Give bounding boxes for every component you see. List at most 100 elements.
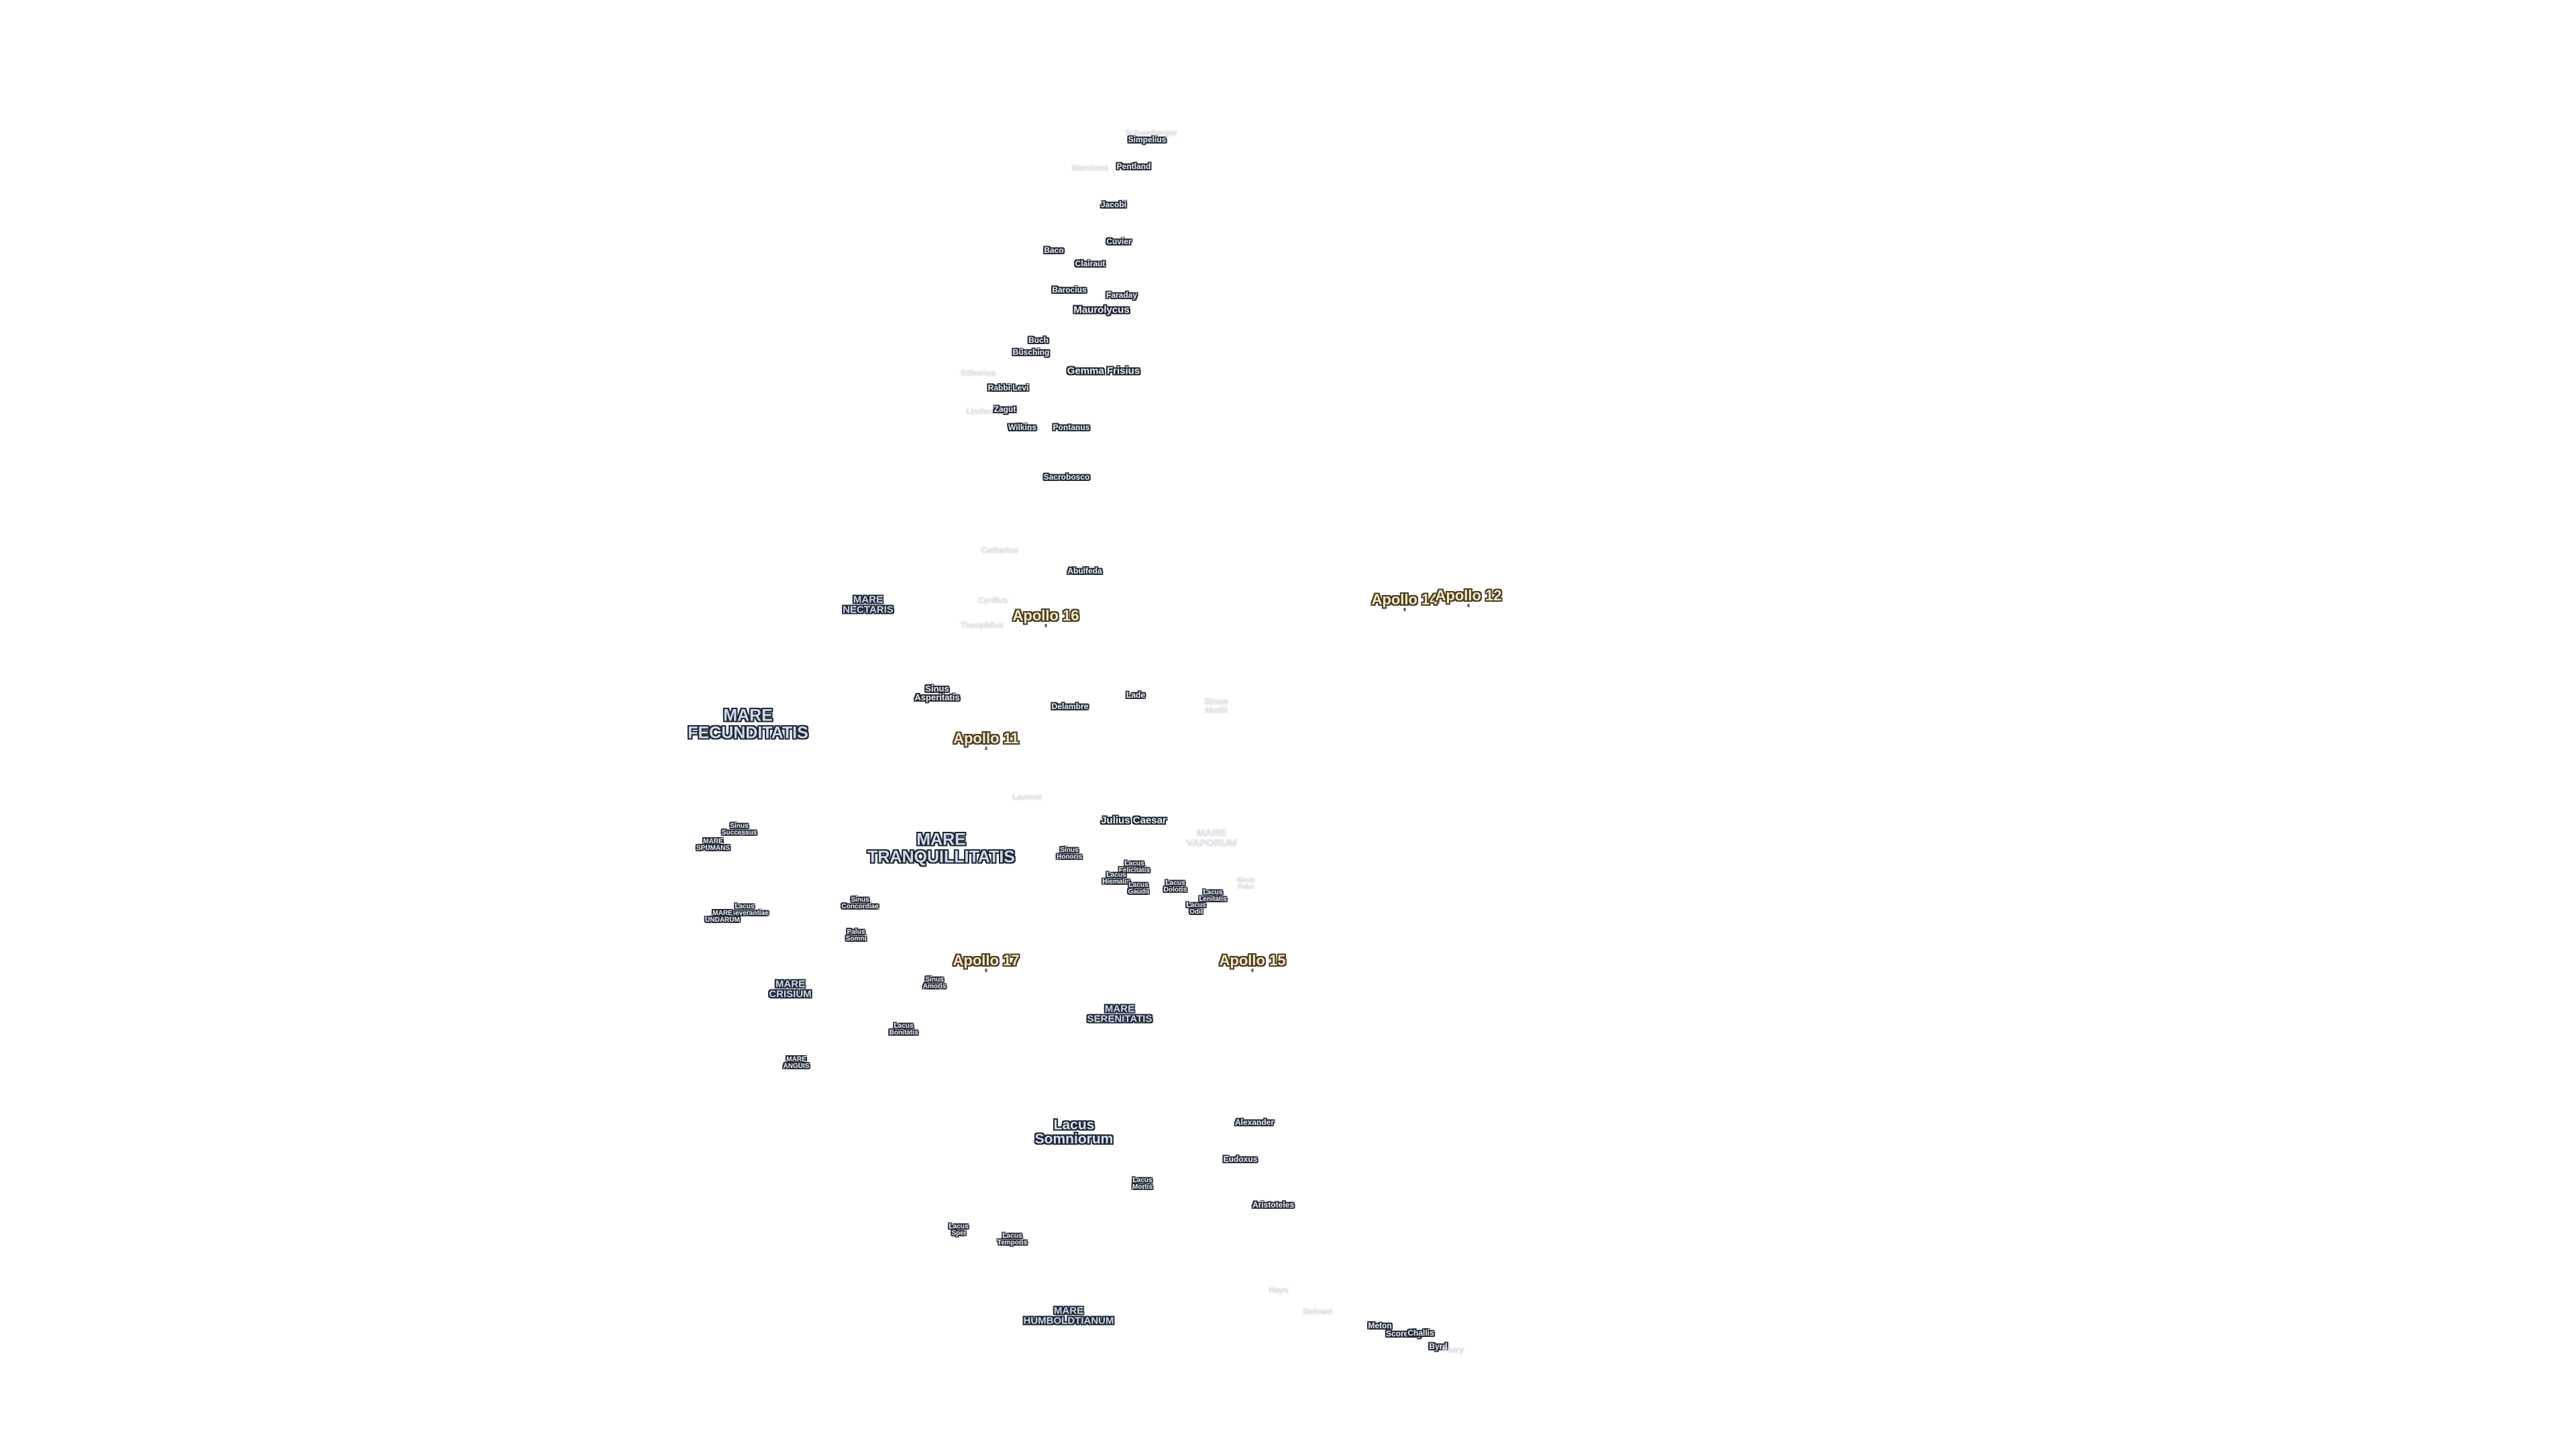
map-label-meton[interactable]: Meton — [1368, 1322, 1391, 1330]
map-label-text: Sinus — [851, 896, 869, 904]
map-label-lindenau[interactable]: Lindenau — [966, 407, 1002, 415]
map-label-scoresby[interactable]: Scoresby — [1386, 1330, 1422, 1338]
map-label-alexander[interactable]: Alexander — [1235, 1118, 1274, 1126]
map-label-lade[interactable]: Lade — [1126, 691, 1145, 699]
map-label-pentland[interactable]: Pentland — [1117, 162, 1151, 170]
map-label-lamont[interactable]: Lamont — [1012, 793, 1041, 801]
map-label-abulfeda[interactable]: Abulfeda — [1067, 567, 1102, 575]
map-label-text: Byrd — [1429, 1341, 1448, 1351]
map-label-text: Sacrobosco — [1043, 472, 1090, 482]
apollo-site-apollo-17[interactable]: Apollo 17 — [953, 951, 1020, 969]
map-label-delambre[interactable]: Delambre — [1052, 702, 1089, 710]
map-label-clairaut[interactable]: Clairaut — [1075, 260, 1106, 268]
apollo-site-marker-icon — [1044, 624, 1047, 627]
map-label-text: SERENITATIS — [1087, 1014, 1152, 1025]
map-label-hayn[interactable]: Hayn — [1269, 1286, 1288, 1294]
map-label-text: Lacus — [1128, 881, 1148, 889]
map-label-busching[interactable]: Büsching — [1013, 348, 1050, 356]
map-label-text: CRISIUM — [769, 989, 812, 1000]
map-label-text: Spei — [951, 1230, 966, 1237]
apollo-site-marker-icon — [1467, 604, 1470, 607]
map-label-cuvier[interactable]: Cuvier — [1106, 237, 1131, 246]
map-label-text: Cyrillus — [977, 595, 1008, 605]
map-label-faraday[interactable]: Faraday — [1106, 291, 1137, 299]
map-label-text: Felicitatis — [1118, 867, 1150, 874]
map-label-text: Asperitatis — [914, 692, 960, 702]
map-label-wilkins[interactable]: Wilkins — [1008, 423, 1036, 431]
map-label-gemma-frisius[interactable]: Gemma Frisius — [1067, 366, 1140, 376]
map-label-peary[interactable]: Peary — [1442, 1346, 1464, 1354]
map-label-text: ANGUIS — [783, 1063, 810, 1070]
map-label-manzinus[interactable]: Manzinus — [1072, 164, 1109, 172]
map-label-baco[interactable]: Baco — [1044, 246, 1063, 254]
map-label-byrd[interactable]: Byrd — [1429, 1342, 1447, 1350]
map-label-text: Jacobi — [1100, 199, 1127, 209]
map-label-simpelius[interactable]: Simpelius — [1128, 136, 1167, 144]
map-label-text: MARE — [703, 837, 723, 845]
map-label-zagut[interactable]: Zagut — [994, 405, 1016, 413]
map-label-eudoxus[interactable]: Eudoxus — [1224, 1155, 1258, 1163]
map-label-pontanus[interactable]: Pontanus — [1053, 423, 1090, 431]
map-label-jacobi[interactable]: Jacobi — [1101, 201, 1126, 209]
map-label-aristoteles[interactable]: Aristoteles — [1252, 1201, 1294, 1209]
apollo-site-apollo-16[interactable]: Apollo 16 — [1012, 606, 1079, 624]
map-label-text: Lacus — [894, 1022, 914, 1030]
apollo-site-marker-icon — [985, 969, 987, 972]
apollo-site-apollo-11[interactable]: Apollo 11 — [953, 729, 1019, 747]
map-label-text: Palus — [847, 928, 865, 936]
map-label-galvani[interactable]: Galvani — [1303, 1307, 1332, 1316]
map-label-challis[interactable]: Challis — [1407, 1329, 1434, 1337]
map-label-text: Challis — [1407, 1328, 1434, 1338]
map-label-maurolycus[interactable]: Maurolycus — [1073, 305, 1129, 315]
map-label-theophilus[interactable]: Theophilus — [961, 621, 1004, 629]
apollo-site-apollo-15[interactable]: Apollo 15 — [1219, 951, 1286, 969]
map-label-barocius[interactable]: Barocius — [1052, 286, 1086, 294]
map-label-julius-caesar[interactable]: Julius Caesar — [1101, 815, 1167, 826]
map-label-sacrobosco[interactable]: Sacrobosco — [1044, 473, 1090, 481]
map-label-text: Wilkins — [1008, 422, 1036, 432]
map-label-cyrillus[interactable]: Cyrillus — [978, 596, 1008, 604]
apollo-site-apollo-14[interactable]: Apollo 14 — [1371, 590, 1438, 608]
map-label-schomberger[interactable]: Schomberger — [1125, 129, 1177, 137]
map-label-text: Lacus — [1186, 901, 1206, 909]
map-label-text: Lacus — [1203, 888, 1223, 896]
map-label-stiborius[interactable]: Stiborius — [961, 369, 996, 377]
map-label-rabbi-levi[interactable]: Rabbi Levi — [988, 384, 1029, 392]
map-label-text: Aristoteles — [1252, 1199, 1295, 1210]
map-label-buch[interactable]: Buch — [1028, 336, 1049, 344]
map-label-catharina[interactable]: Catharina — [981, 546, 1018, 554]
map-label-text: Sinus — [1060, 846, 1079, 854]
apollo-site-apollo-12[interactable]: Apollo 12 — [1435, 586, 1502, 604]
